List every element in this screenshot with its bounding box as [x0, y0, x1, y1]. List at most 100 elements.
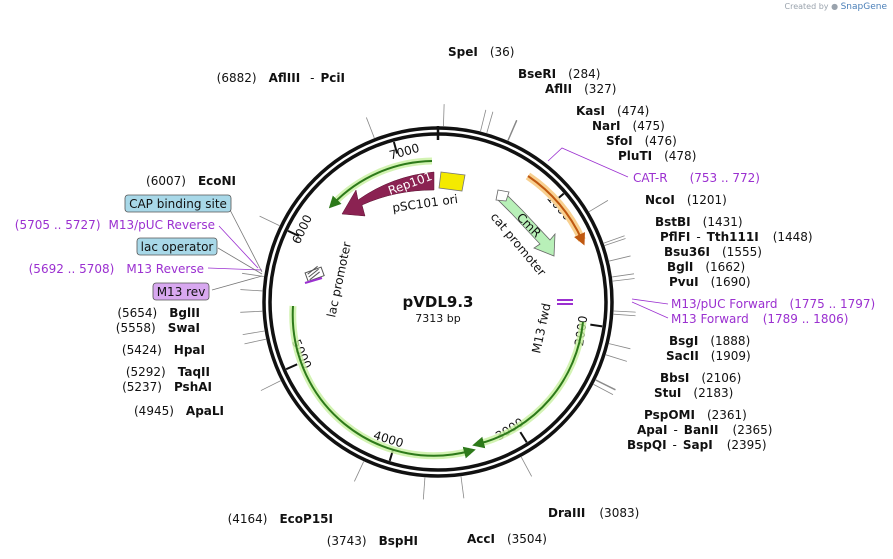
- feature-box-cap-binding-site: CAP binding site: [124, 194, 232, 213]
- enzyme-label-BsgI: BsgI(1888): [669, 334, 750, 348]
- orf-arrow-top: [328, 160, 433, 209]
- enzyme-leader-PvuI: [612, 278, 635, 282]
- primer-label-M13-pUC-Reverse: (5705 .. 5727)M13/pUC Reverse: [15, 218, 215, 232]
- enzyme-label-SacII: SacII(1909): [666, 349, 751, 363]
- tick-mark-5000: [285, 363, 298, 371]
- enzyme-leader-EcoP15I: [354, 461, 365, 482]
- enzyme-leader-SpeI: [443, 104, 445, 127]
- enzyme-label-HpaI: (5424)HpaI: [122, 343, 205, 357]
- enzyme-label-ApaI: ApaI-BanII(2365): [637, 423, 772, 437]
- enzyme-label-SwaI: (5558)SwaI: [116, 321, 200, 335]
- credit-prefix: Created by: [784, 2, 829, 11]
- enzyme-label-AccI: AccI(3504): [467, 532, 547, 546]
- enzyme-label-BspQI: BspQI-SapI(2395): [627, 438, 767, 452]
- enzyme-leader-AflII: [486, 111, 494, 134]
- enzyme-leader-BspHI: [422, 477, 426, 500]
- primer-label-M13-Forward: M13 Forward(1789 .. 1806): [671, 312, 848, 326]
- enzyme-leader-PspOMI: [595, 379, 616, 390]
- enzyme-label-Bsu36I: Bsu36I(1555): [664, 245, 762, 259]
- enzyme-label-PvuI: PvuI(1690): [669, 275, 751, 289]
- enzyme-leader-TaqII: [242, 330, 265, 336]
- enzyme-label-BbsI: BbsI(2106): [660, 371, 741, 385]
- psc101-ori-feature: [438, 171, 466, 192]
- enzyme-leader-ApaI: [595, 379, 616, 391]
- enzyme-leader-BglII: [242, 272, 264, 277]
- enzyme-label-PshAI: (5237)PshAI: [122, 380, 212, 394]
- enzyme-label-TaqII: (5292)TaqII: [126, 365, 210, 379]
- enzyme-label-BglI: BglI(1662): [667, 260, 745, 274]
- primer-label-M13-pUC-Forward: M13/pUC Forward(1775 .. 1797): [671, 297, 875, 311]
- enzyme-leader-AccI: [460, 476, 465, 499]
- lac-promoter-feature: [304, 265, 325, 283]
- enzyme-label-NcoI: NcoI(1201): [645, 193, 727, 207]
- tick-mark-3000: [519, 431, 528, 443]
- enzyme-leader-SacII: [613, 313, 636, 317]
- orf-arrow-right-halo: [477, 321, 587, 448]
- enzyme-label-SfoI: SfoI(476): [606, 134, 677, 148]
- enzyme-label-AflIII: (6882)AflIII-PciI: [217, 71, 345, 85]
- enzyme-leader-BseRI: [480, 109, 487, 132]
- rep101-label: Rep101: [386, 169, 434, 198]
- feature-lac-operator-label: lac operator: [141, 240, 214, 254]
- lac-promoter-label: lac promoter: [324, 241, 354, 319]
- enzyme-label-KasI: KasI(474): [576, 104, 649, 118]
- enzyme-leader-BbsI: [608, 343, 631, 350]
- enzyme-leader-ApaLI: [260, 380, 281, 391]
- feature-cap-binding-site-label: CAP binding site: [129, 197, 227, 211]
- m13-rev-marker: [304, 277, 323, 284]
- enzyme-leader-StuI: [605, 354, 627, 362]
- enzyme-leader-HpaI: [240, 310, 263, 313]
- enzyme-leader-BstBI: [603, 235, 625, 244]
- enzyme-label-EcoP15I: (4164)EcoP15I: [228, 512, 333, 526]
- credit-brand: SnapGene: [840, 2, 887, 12]
- enzyme-label-BglII: (5654)BglII: [117, 306, 200, 320]
- enzyme-leader-PflFI: [604, 238, 626, 246]
- orf-arrow-bottom: [291, 305, 476, 459]
- enzyme-leader-Bsu36I: [609, 255, 631, 262]
- enzyme-leader-BglI: [612, 273, 635, 278]
- plasmid-name: pVDL9.3: [403, 293, 474, 311]
- enzyme-label-PflFI: PflFI-Tth111I(1448): [660, 230, 813, 244]
- enzyme-label-BspHI: (3743)BspHI: [327, 534, 418, 548]
- feature-box-lac-operator: lac operator: [136, 237, 218, 256]
- plasmid-size: 7313 bp: [415, 312, 460, 325]
- enzyme-leader-AflIII: [365, 117, 375, 139]
- m13-fwd-label: M13 fwd: [529, 302, 553, 355]
- tick-mark-7000: [392, 141, 399, 154]
- enzyme-label-PspOMI: PspOMI(2361): [644, 408, 747, 422]
- orf-arrow-right: [472, 321, 584, 449]
- cat-promoter-feature: [495, 189, 510, 202]
- cat-r-primer-arrow: [527, 175, 585, 246]
- enzyme-leader-PluTI: [507, 120, 518, 141]
- enzyme-leader-BsgI: [613, 310, 636, 313]
- cmr-feature: [497, 195, 556, 257]
- primer-label-CAT-R: CAT-R(753 .. 772): [633, 171, 760, 185]
- primer-leader-lines: [207, 147, 669, 319]
- enzyme-leader-SwaI: [240, 289, 263, 292]
- tick-mark-2000: [590, 323, 603, 328]
- enzyme-label-PluTI: PluTI(478): [618, 149, 696, 163]
- enzyme-label-DraIII: DraIII(3083): [548, 506, 639, 520]
- enzyme-label-NarI: NarI(475): [592, 119, 665, 133]
- snapgene-logo-icon: ●: [831, 2, 839, 11]
- tick-mark-6000: [287, 229, 300, 237]
- enzyme-label-EcoNI: (6007)EcoNI: [146, 174, 236, 188]
- enzyme-label-SpeI: SpeI(36): [448, 45, 514, 59]
- enzyme-label-ApaLI: (4945)ApaLI: [134, 404, 224, 418]
- enzyme-leader-EcoNI: [259, 215, 280, 227]
- rep101-feature: [341, 171, 435, 217]
- psc101-ori-label: pSC101 ori: [391, 192, 458, 215]
- feature-leader-lines: [211, 205, 263, 291]
- enzyme-leader-lines: [240, 104, 636, 500]
- primer-label-M13-Reverse: (5692 .. 5708)M13 Reverse: [29, 262, 204, 276]
- enzyme-label-StuI: StuI(2183): [654, 386, 733, 400]
- enzyme-label-BstBI: BstBI(1431): [655, 215, 743, 229]
- feature-box-m13-rev: M13 rev: [152, 282, 210, 301]
- enzyme-leader-PshAI: [244, 338, 267, 345]
- enzyme-leader-BspQI: [593, 384, 614, 396]
- enzyme-leader-DraIII: [520, 456, 533, 477]
- enzyme-label-AflII: AflII(327): [545, 82, 616, 96]
- feature-m13-rev-label: M13 rev: [157, 285, 206, 299]
- enzyme-label-BseRI: BseRI(284): [518, 67, 600, 81]
